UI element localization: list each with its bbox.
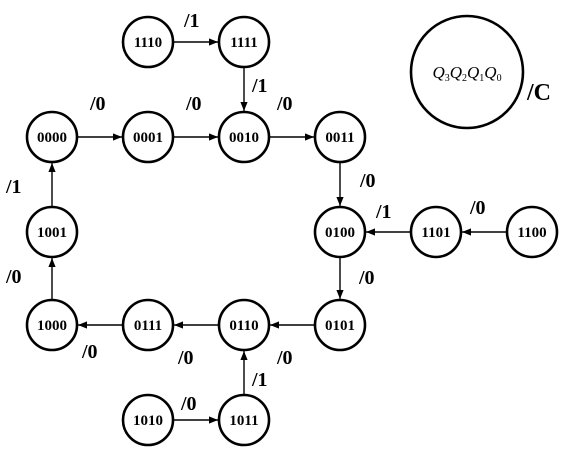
state-code: 0011	[325, 130, 354, 146]
state-node: 0101	[313, 298, 367, 352]
transition-output-label: /0	[5, 266, 22, 288]
state-circle	[25, 110, 79, 164]
state-node: 1110	[121, 15, 175, 69]
state-code: 0111	[134, 318, 162, 334]
state-code: 0110	[229, 318, 258, 334]
state-circle	[25, 298, 79, 352]
state-node: 0110	[217, 298, 271, 352]
legend: Q3Q2Q1Q0 /C	[409, 14, 551, 130]
state-code: 1010	[133, 413, 163, 429]
state-circle	[121, 110, 175, 164]
state-code: 1100	[517, 225, 546, 241]
state-node: 0111	[121, 298, 175, 352]
legend-q2: Q	[450, 63, 462, 82]
state-node: 1101	[409, 205, 463, 259]
legend-q0-sub: 0	[497, 73, 502, 84]
state-code: 0010	[229, 130, 259, 146]
transition-output-label: /0	[89, 93, 106, 115]
state-node: 1111	[217, 15, 271, 69]
state-circle	[505, 205, 559, 259]
state-circle	[121, 298, 175, 352]
state-circle	[313, 110, 367, 164]
legend-output-label: /C	[526, 80, 551, 106]
state-node: 1011	[217, 393, 271, 447]
transition-output-label: /1	[251, 369, 268, 391]
transitions-layer: /1/1/0/0/0/0/0/1/0/0/0/0/0/1/0/1	[5, 10, 507, 424]
legend-q2-sub: 2	[462, 73, 467, 84]
legend-state-circle	[409, 14, 525, 130]
state-code: 1001	[37, 225, 67, 241]
transition-output-label: /0	[359, 170, 376, 192]
state-circle	[409, 205, 463, 259]
transition-output-label: /0	[358, 267, 375, 289]
state-node: 0100	[313, 205, 367, 259]
state-circle	[217, 393, 271, 447]
state-code: 1000	[37, 318, 67, 334]
state-circle	[217, 15, 271, 69]
state-circle	[217, 110, 271, 164]
state-code: 0100	[325, 225, 355, 241]
state-code: 1011	[229, 413, 258, 429]
state-node: 1001	[25, 205, 79, 259]
state-circle	[313, 205, 367, 259]
state-node: 0011	[313, 110, 367, 164]
transition-output-label: /0	[276, 347, 293, 369]
state-circle	[121, 15, 175, 69]
state-node: 0000	[25, 110, 79, 164]
legend-q0: Q	[484, 63, 496, 82]
state-circle	[217, 298, 271, 352]
state-circle	[313, 298, 367, 352]
state-node: 0001	[121, 110, 175, 164]
state-code: 0001	[133, 130, 163, 146]
legend-q3-sub: 3	[445, 73, 450, 84]
transition-output-label: /0	[177, 347, 194, 369]
state-circle	[121, 393, 175, 447]
state-code: 1111	[230, 35, 258, 51]
transition-output-label: /1	[5, 176, 22, 198]
state-node: 1010	[121, 393, 175, 447]
state-code: 0000	[37, 130, 67, 146]
transition-output-label: /0	[81, 341, 98, 363]
legend-q1-sub: 1	[479, 73, 484, 84]
transition-output-label: /0	[469, 197, 486, 219]
state-circle	[25, 205, 79, 259]
legend-q3: Q	[432, 63, 444, 82]
state-node: 0010	[217, 110, 271, 164]
state-code: 0101	[325, 318, 355, 334]
transition-output-label: /1	[183, 10, 200, 32]
state-node: 1100	[505, 205, 559, 259]
transition-output-label: /0	[185, 93, 202, 115]
state-node: 1000	[25, 298, 79, 352]
legend-state-variables: Q3Q2Q1Q0	[432, 63, 501, 84]
transition-output-label: /1	[251, 75, 268, 97]
state-code: 1101	[421, 225, 450, 241]
transition-output-label: /0	[180, 393, 197, 415]
legend-q1: Q	[467, 63, 479, 82]
transition-output-label: /0	[276, 93, 293, 115]
transition-output-label: /1	[375, 201, 392, 223]
state-code: 1110	[134, 35, 162, 51]
